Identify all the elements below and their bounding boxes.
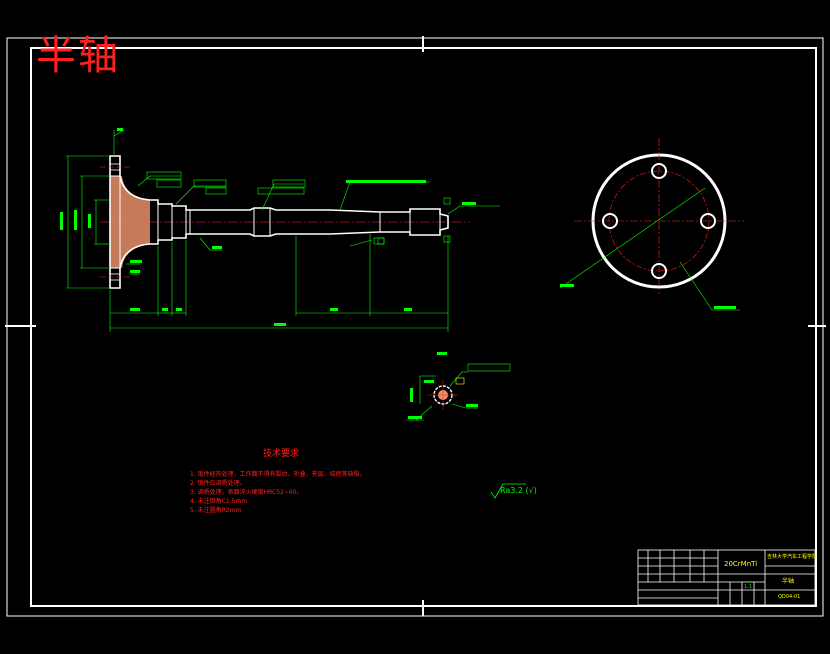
spline-section-view	[406, 352, 511, 421]
outer-frame	[6, 37, 824, 617]
flange-bolt-holes	[110, 163, 120, 281]
title-block-drawing-no: QD04-01	[778, 594, 801, 600]
shaft-outline	[109, 155, 449, 289]
title-block-material: 20CrMnTi	[724, 560, 758, 568]
tech-requirement-item: 5. 未注圆角R2mm	[190, 507, 242, 514]
tech-requirement-item: 4. 未注倒角C1.5mm	[190, 498, 248, 505]
bolt-hole-bottom	[651, 263, 667, 279]
tech-requirement-item: 2. 锻件应调质处理。	[190, 480, 246, 487]
bolt-hole-right	[700, 213, 716, 229]
dimension-text-marks	[60, 128, 476, 326]
half-shaft-main-view	[60, 128, 500, 332]
bolt-hole-top	[651, 163, 667, 179]
title-block-scale: 1:1	[744, 584, 753, 590]
shaft-step-lines	[110, 175, 441, 269]
general-roughness-note: Ra3.2 (√)	[500, 486, 537, 495]
tech-requirements-list: 1. 锻件经热处理，工作面不得有裂纹、折叠、夹层、结疤等缺陷。 2. 锻件应调质…	[190, 470, 366, 515]
title-block	[637, 549, 816, 606]
tech-requirements-heading: 技术要求	[263, 449, 300, 459]
flange-section-hatch	[110, 176, 150, 268]
tech-requirement-item: 1. 锻件经热处理，工作面不得有裂纹、折叠、夹层、结疤等缺陷。	[190, 471, 366, 478]
bolt-hole-left	[602, 213, 618, 229]
tech-requirement-item: 3. 调质处理，表面淬火硬度HRC52~60。	[190, 489, 303, 496]
centering-marks	[5, 36, 826, 616]
flange-end-view	[559, 138, 744, 311]
title-block-school: 吉林大学汽车工程学院	[767, 554, 818, 560]
tolerance-frames	[146, 171, 451, 245]
drawing-title: 半轴	[36, 33, 120, 79]
inner-frame	[30, 47, 817, 607]
shaft-dimensions	[66, 129, 500, 332]
roughness-symbol-icon	[490, 483, 526, 499]
title-block-part-name: 半轴	[782, 578, 795, 585]
